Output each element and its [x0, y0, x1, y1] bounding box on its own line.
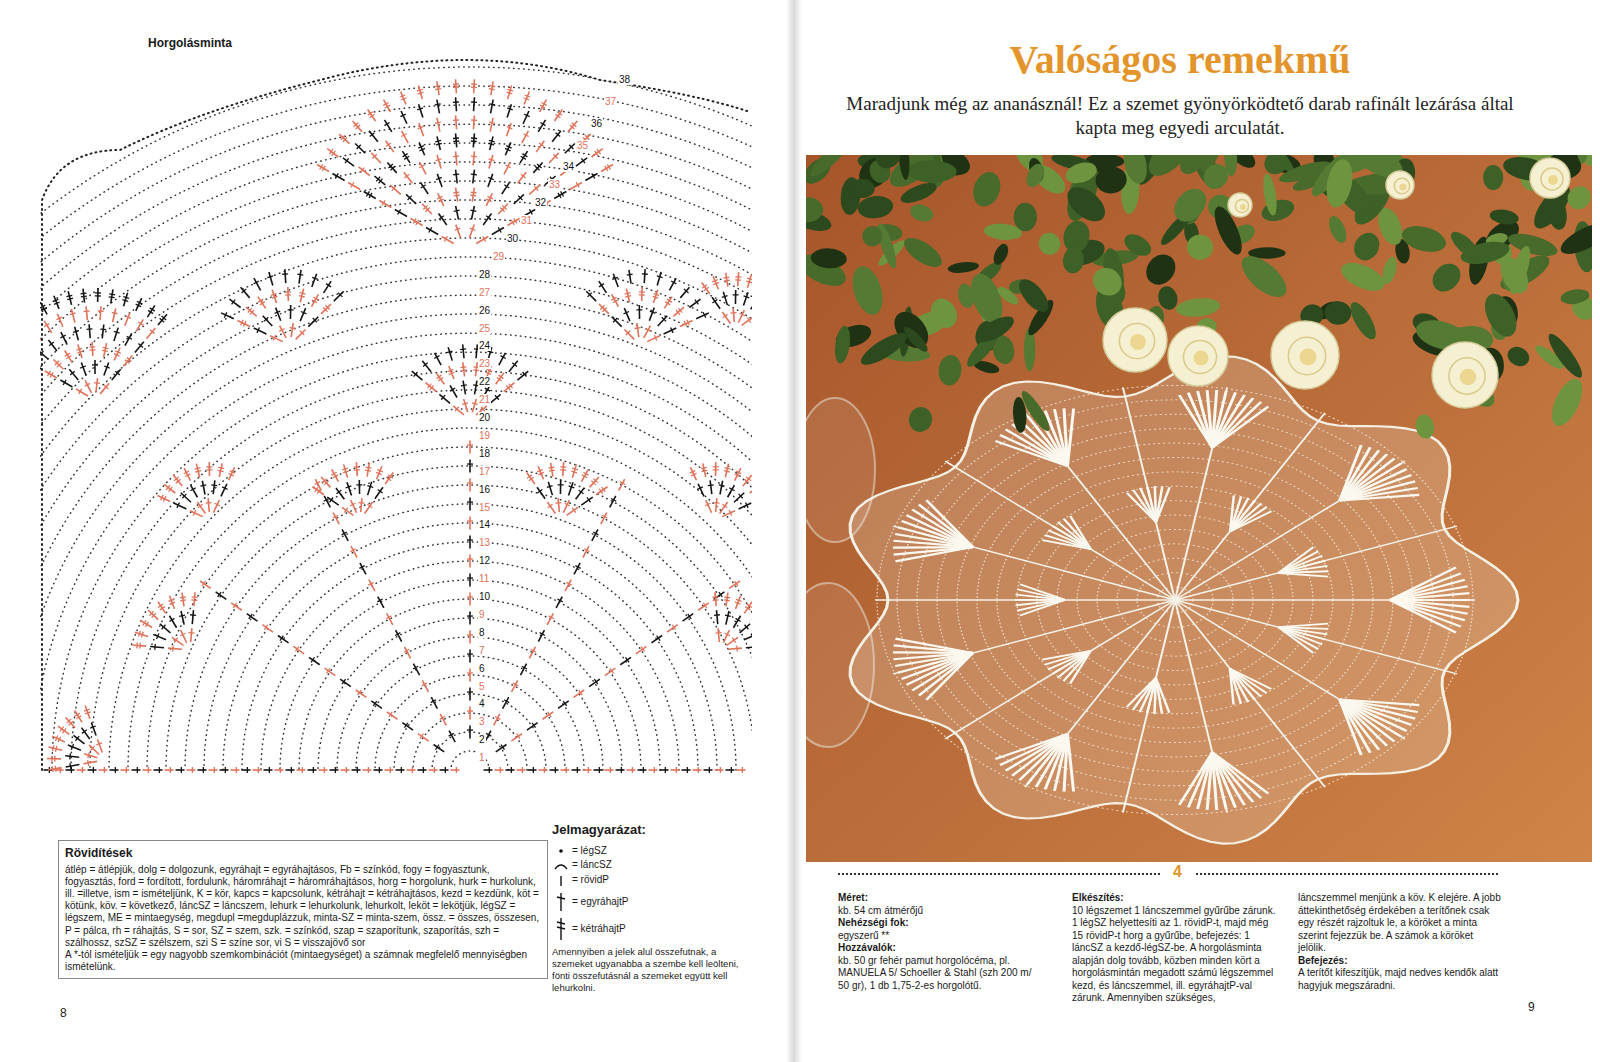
- run-in-heading: Nehézségi fok:: [838, 917, 1043, 930]
- round-number: 4: [478, 698, 486, 709]
- round-number: 31: [520, 215, 533, 226]
- round-number: 13: [478, 537, 491, 548]
- round-number: 38: [618, 74, 631, 85]
- round-number: 28: [478, 269, 491, 280]
- run-in-heading: Méret:: [838, 892, 1043, 905]
- round-number: 22: [478, 376, 491, 387]
- legend-entry: = légSZ: [572, 845, 607, 857]
- round-number: 21: [478, 394, 491, 405]
- run-in-heading: Elkészítés:: [1072, 892, 1276, 905]
- round-number: 30: [506, 233, 519, 244]
- subtitle: Maradjunk még az ananásznál! Ez a szemet…: [840, 92, 1520, 140]
- round-number: 26: [478, 305, 491, 316]
- legend-note: Amennyiben a jelek alul összefutnak, a s…: [552, 946, 744, 994]
- round-number: 7: [478, 645, 486, 656]
- chart-heading: Horgolásminta: [148, 36, 232, 50]
- text-columns: Elkészítés:10 légszemet 1 láncszemmel gy…: [1072, 892, 1502, 1005]
- round-number: 27: [478, 287, 491, 298]
- box-heading: Rövidítések: [65, 846, 541, 861]
- body-text: kb. 50 gr fehér pamut horgolócéma, pl. M…: [838, 955, 1043, 993]
- round-number: 12: [478, 555, 491, 566]
- round-number: 23: [478, 358, 491, 369]
- body-text: egyszerű **: [838, 930, 1043, 943]
- round-number: 32: [534, 197, 547, 208]
- run-in-heading: Hozzávalók:: [838, 942, 1043, 955]
- round-number: 15: [478, 502, 491, 513]
- round-number: 9: [478, 609, 486, 620]
- round-number: 10: [478, 591, 491, 602]
- legend-entry: = rövidP: [572, 874, 609, 886]
- round-number: 29: [492, 251, 505, 262]
- page-title: Valóságos remekmű: [840, 38, 1520, 82]
- legend-entry: = egyráhajtP: [572, 896, 628, 908]
- article-number: 4: [1170, 863, 1185, 881]
- text-column: Méret:kb. 54 cm átmérőjűNehézségi fok:eg…: [838, 892, 1043, 992]
- round-number: 17: [478, 466, 491, 477]
- round-number: 3: [478, 716, 486, 727]
- box-note: A *-tól ismételjük = egy nagyobb szemkom…: [65, 949, 541, 973]
- round-number: 16: [478, 484, 491, 495]
- round-number: 14: [478, 519, 491, 530]
- body-text: kb. 54 cm átmérőjű: [838, 905, 1043, 918]
- round-number: 34: [562, 161, 575, 172]
- round-number: 25: [478, 323, 491, 334]
- round-number: 6: [478, 663, 486, 674]
- round-number: 33: [548, 179, 561, 190]
- abbreviation-box: Rövidítések átlép = átlépjük, dolg = dolg…: [58, 840, 548, 979]
- round-number: 1: [478, 752, 486, 763]
- legend-entry: = láncSZ: [572, 859, 612, 871]
- body-text: A terítőt kifeszítjük, majd nedves kendő…: [1298, 967, 1502, 992]
- run-in-heading: Befejezés:: [1298, 955, 1502, 968]
- round-number: 37: [604, 96, 617, 107]
- round-number: 11: [478, 573, 490, 584]
- round-number: 36: [590, 118, 603, 129]
- round-number: 19: [478, 430, 491, 441]
- round-number: 20: [478, 412, 491, 423]
- round-number: 5: [478, 681, 486, 692]
- page-number: 9: [1528, 1000, 1535, 1014]
- legend-entry: = kétráhajtP: [572, 923, 626, 935]
- round-number: 2: [478, 734, 486, 745]
- round-number: 8: [478, 627, 486, 638]
- legend-heading: Jelmagyarázat:: [552, 822, 646, 837]
- page-number: 8: [60, 1006, 67, 1020]
- box-body: átlép = átlépjük, dolg = dolgozunk, egyr…: [65, 864, 541, 949]
- round-number: 18: [478, 448, 491, 459]
- round-number: 35: [576, 140, 589, 151]
- round-number: 24: [478, 340, 491, 351]
